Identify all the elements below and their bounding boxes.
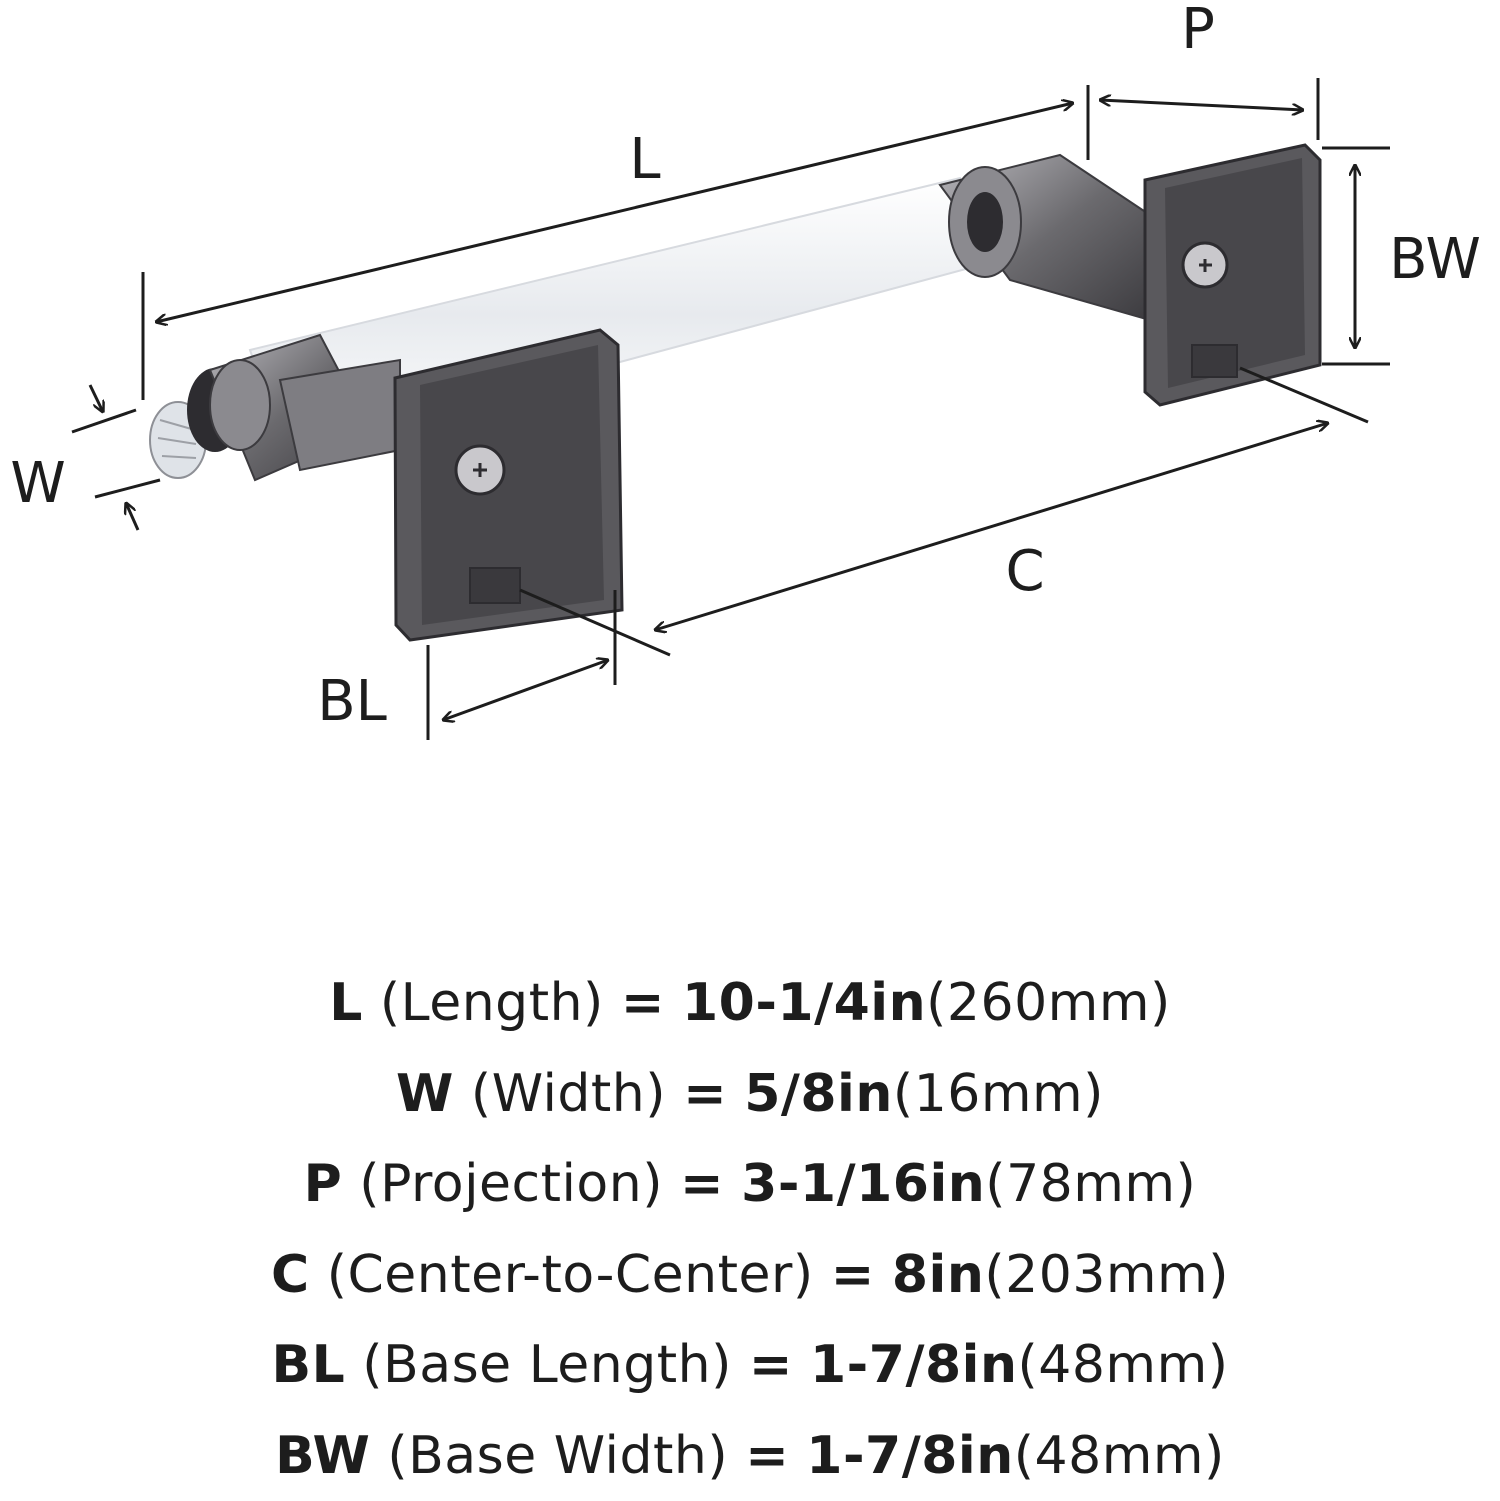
- right-post: [940, 155, 1150, 320]
- dimension-diagram: L P BW W C BL: [0, 0, 1500, 880]
- right-base-plate: [1145, 145, 1320, 405]
- label-l: L: [629, 127, 660, 192]
- left-base-plate: [395, 330, 622, 640]
- dimension-line-bw: [1322, 148, 1390, 364]
- spec-line-base-width: BW (Base Width) = 1-7/8in(48mm): [0, 1411, 1500, 1501]
- label-w: W: [10, 451, 65, 516]
- dimension-line-p: [1100, 78, 1318, 140]
- spec-line-projection: P (Projection) = 3-1/16in(78mm): [0, 1139, 1500, 1230]
- dimension-line-w: [72, 385, 160, 530]
- label-p: P: [1181, 0, 1215, 62]
- spec-line-length: L (Length) = 10-1/4in(260mm): [0, 958, 1500, 1049]
- spec-line-center-to-center: C (Center-to-Center) = 8in(203mm): [0, 1230, 1500, 1321]
- label-bw: BW: [1389, 227, 1481, 292]
- label-c: C: [1005, 539, 1044, 604]
- spec-line-width: W (Width) = 5/8in(16mm): [0, 1049, 1500, 1140]
- dimension-line-c: [520, 368, 1368, 655]
- spec-line-base-length: BL (Base Length) = 1-7/8in(48mm): [0, 1320, 1500, 1411]
- specification-list: L (Length) = 10-1/4in(260mm) W (Width) =…: [0, 958, 1500, 1501]
- label-bl: BL: [317, 669, 387, 734]
